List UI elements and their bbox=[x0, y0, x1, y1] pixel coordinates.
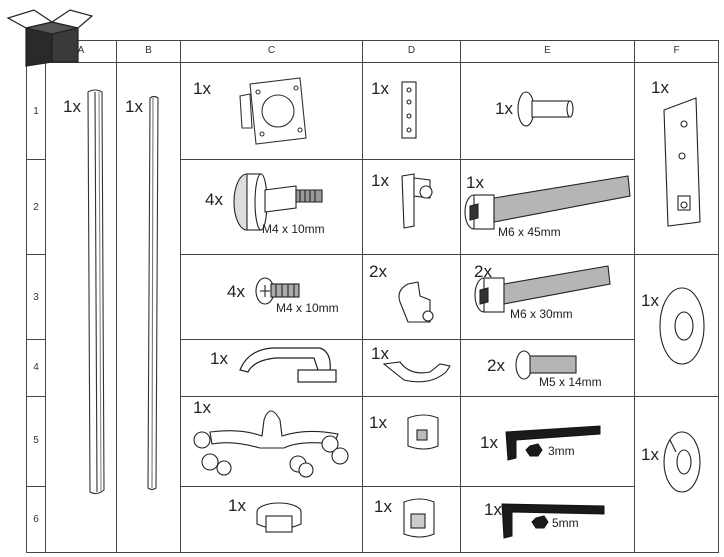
hex-key-3mm-art bbox=[505, 425, 601, 461]
qty-d6: 1x bbox=[374, 497, 392, 516]
qty-e6: 1x bbox=[484, 500, 502, 519]
size-c2: M4 x 10mm bbox=[262, 222, 325, 236]
handle-art bbox=[239, 347, 337, 383]
qty-e2: 1x bbox=[466, 173, 484, 192]
caster-base-art bbox=[193, 410, 349, 478]
column-header-e: E bbox=[544, 45, 551, 56]
bolt-long-art bbox=[464, 175, 631, 230]
row-label-4: 4 bbox=[33, 362, 39, 373]
qty-c1: 1x bbox=[193, 79, 211, 98]
vesa-plate-art bbox=[239, 77, 307, 145]
column-header-d: D bbox=[407, 45, 416, 56]
qty-d4: 1x bbox=[371, 344, 389, 363]
pin-art bbox=[517, 91, 574, 127]
washer-art bbox=[659, 287, 705, 365]
split-ring-art bbox=[663, 431, 701, 493]
qty-d3: 2x bbox=[369, 262, 387, 281]
qty-e3: 2x bbox=[474, 262, 492, 281]
column-header-f: F bbox=[673, 45, 680, 56]
column-header-a: A bbox=[77, 45, 85, 56]
qty-f1: 1x bbox=[651, 78, 669, 97]
qty-d5: 1x bbox=[369, 413, 387, 432]
end-cap-art bbox=[256, 502, 302, 533]
row-label-5: 5 bbox=[33, 435, 39, 446]
rod-b-art bbox=[147, 95, 159, 491]
column-header-b: B bbox=[145, 45, 152, 56]
qty-e1: 1x bbox=[495, 99, 513, 118]
qty-d2: 1x bbox=[371, 171, 389, 190]
qty-f3: 1x bbox=[641, 291, 659, 310]
sleeve-art bbox=[407, 414, 439, 450]
qty-c5: 1x bbox=[193, 398, 211, 417]
qty-c2: 4x bbox=[205, 190, 223, 209]
box-icon bbox=[6, 9, 94, 67]
qty-b1: 1x bbox=[125, 97, 143, 116]
row-label-6: 6 bbox=[33, 514, 39, 525]
clip-art bbox=[398, 281, 434, 323]
size-e6: 5mm bbox=[552, 516, 579, 530]
qty-f5: 1x bbox=[641, 445, 659, 464]
size-c3: M4 x 10mm bbox=[276, 301, 339, 315]
bracket-art bbox=[401, 173, 433, 229]
qty-a1: 1x bbox=[63, 97, 81, 116]
size-e2: M6 x 45mm bbox=[498, 225, 561, 239]
column-header-c: C bbox=[267, 45, 276, 56]
size-e5: 3mm bbox=[548, 444, 575, 458]
row-label-3: 3 bbox=[33, 292, 39, 303]
strap-art bbox=[382, 361, 451, 383]
thumb-screw-art bbox=[233, 173, 323, 231]
flat-screw-art bbox=[515, 350, 577, 380]
row-label-2: 2 bbox=[33, 202, 39, 213]
qty-c6: 1x bbox=[228, 496, 246, 515]
mount-plate-art bbox=[663, 97, 701, 227]
qty-e5: 1x bbox=[480, 433, 498, 452]
phillips-screw-art bbox=[255, 277, 300, 305]
hex-key-5mm-art bbox=[501, 503, 605, 539]
bolt-medium-art bbox=[474, 265, 611, 313]
tube-a-art bbox=[87, 89, 105, 495]
qty-d1: 1x bbox=[371, 79, 389, 98]
sleeve-art-2 bbox=[403, 498, 435, 538]
hole-strip-art bbox=[401, 81, 417, 139]
qty-c3: 4x bbox=[227, 282, 245, 301]
row-label-1: 1 bbox=[33, 106, 39, 117]
size-e4: M5 x 14mm bbox=[539, 375, 602, 389]
size-e3: M6 x 30mm bbox=[510, 307, 573, 321]
grid-lines bbox=[26, 40, 719, 553]
qty-c4: 1x bbox=[210, 349, 228, 368]
qty-e4: 2x bbox=[487, 356, 505, 375]
